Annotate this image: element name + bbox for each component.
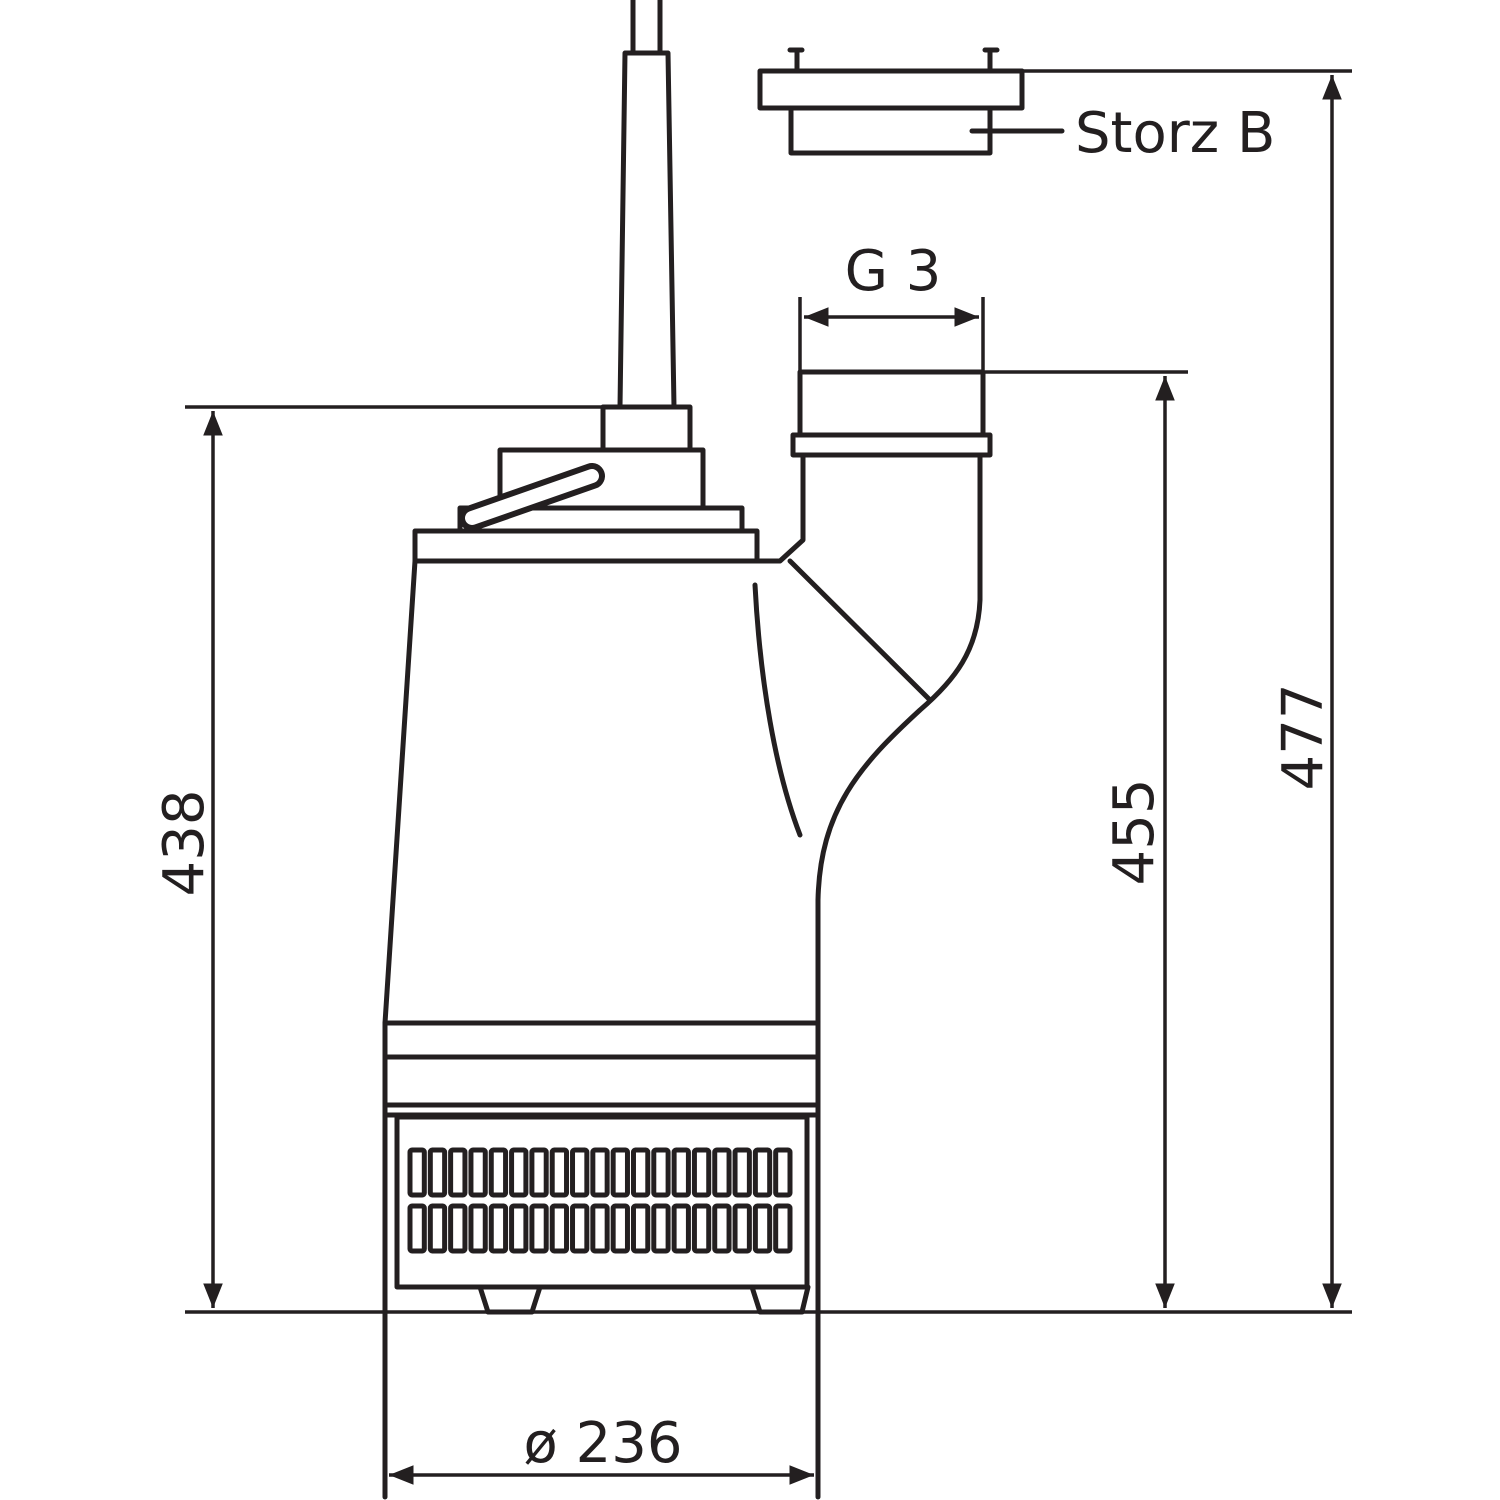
grille-slot [509, 1203, 529, 1254]
grille-slot [712, 1203, 732, 1254]
grille-slot [671, 1147, 691, 1198]
grille-slot [448, 1147, 468, 1198]
grille-slot [407, 1203, 427, 1254]
grille-slot [549, 1203, 570, 1254]
grille-slot [671, 1203, 691, 1254]
pump-body [382, 452, 983, 1118]
dimension-lines [185, 69, 1352, 1500]
grille-slot [509, 1147, 529, 1198]
grille-slot [570, 1203, 590, 1254]
height-body-label: 438 [152, 790, 217, 897]
grille-slot [407, 1147, 427, 1198]
grille-slot [468, 1203, 488, 1254]
grille-slot [630, 1147, 651, 1198]
grille-slot [610, 1147, 630, 1198]
height-total-label: 477 [1271, 684, 1336, 791]
grille-slot [570, 1147, 590, 1198]
grille-slot [732, 1147, 752, 1198]
grille-slot [712, 1147, 732, 1198]
grille-slot [529, 1147, 549, 1198]
grille-slot [488, 1147, 509, 1198]
diameter-label: ø 236 [524, 1411, 683, 1476]
carry-handle [459, 463, 605, 531]
grille-slot [651, 1203, 671, 1254]
grille-slot [468, 1147, 488, 1198]
grille-slot [630, 1203, 651, 1254]
grille-slot [752, 1147, 773, 1198]
strainer-grille [407, 1147, 793, 1254]
discharge-outlet [790, 369, 993, 458]
grille-slot [651, 1147, 671, 1198]
grille-slot [752, 1203, 773, 1254]
grille-slot [773, 1147, 793, 1198]
grille-slot [448, 1203, 468, 1254]
grille-slot [590, 1147, 610, 1198]
grille-slot [549, 1147, 570, 1198]
grille-slot [610, 1203, 630, 1254]
grille-slot [488, 1203, 509, 1254]
grille-slot [732, 1203, 752, 1254]
storz-coupling [757, 47, 1065, 156]
strainer-housing [394, 1114, 811, 1315]
storz-label: Storz B [1075, 101, 1275, 166]
grille-slot [427, 1203, 448, 1254]
height-outlet-label: 455 [1102, 779, 1167, 886]
power-cable [617, 0, 677, 410]
grille-slot [427, 1147, 448, 1198]
grille-slot [590, 1203, 610, 1254]
grille-slot [691, 1203, 712, 1254]
grille-slot [773, 1203, 793, 1254]
thread-label: G 3 [845, 239, 942, 304]
grille-slot [691, 1147, 712, 1198]
grille-slot [529, 1203, 549, 1254]
